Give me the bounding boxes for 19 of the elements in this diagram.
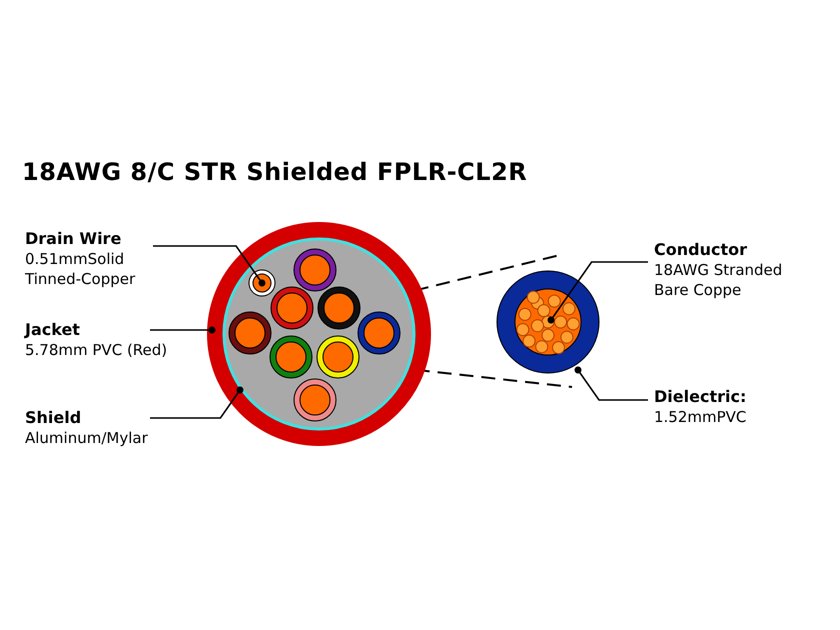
leader-line	[574, 366, 648, 401]
insulation-ring	[496, 270, 600, 374]
diagram-title: 18AWG 8/C STR Shielded FPLR-CL2R	[22, 158, 528, 186]
part-name: Dielectric:	[654, 387, 748, 407]
part-spec: 1.52mmPVC	[654, 407, 748, 427]
stranded-conductor	[514, 288, 582, 356]
leader-line	[150, 386, 244, 419]
part-spec: Aluminum/Mylar	[25, 428, 149, 448]
part-name: Shield	[25, 408, 82, 428]
leader-line	[548, 261, 648, 324]
drain-wire	[248, 270, 276, 296]
leader-line	[153, 245, 266, 286]
part-name: Jacket	[25, 320, 81, 340]
part-spec: 18AWG Stranded Bare Coppe	[654, 260, 784, 300]
part-name: Conductor	[654, 240, 748, 260]
leader-line	[150, 326, 216, 334]
part-spec: 0.51mmSolid Tinned-Copper	[25, 249, 136, 289]
part-spec: 5.78mm PVC (Red)	[25, 340, 168, 360]
part-name: Drain Wire	[25, 229, 122, 249]
